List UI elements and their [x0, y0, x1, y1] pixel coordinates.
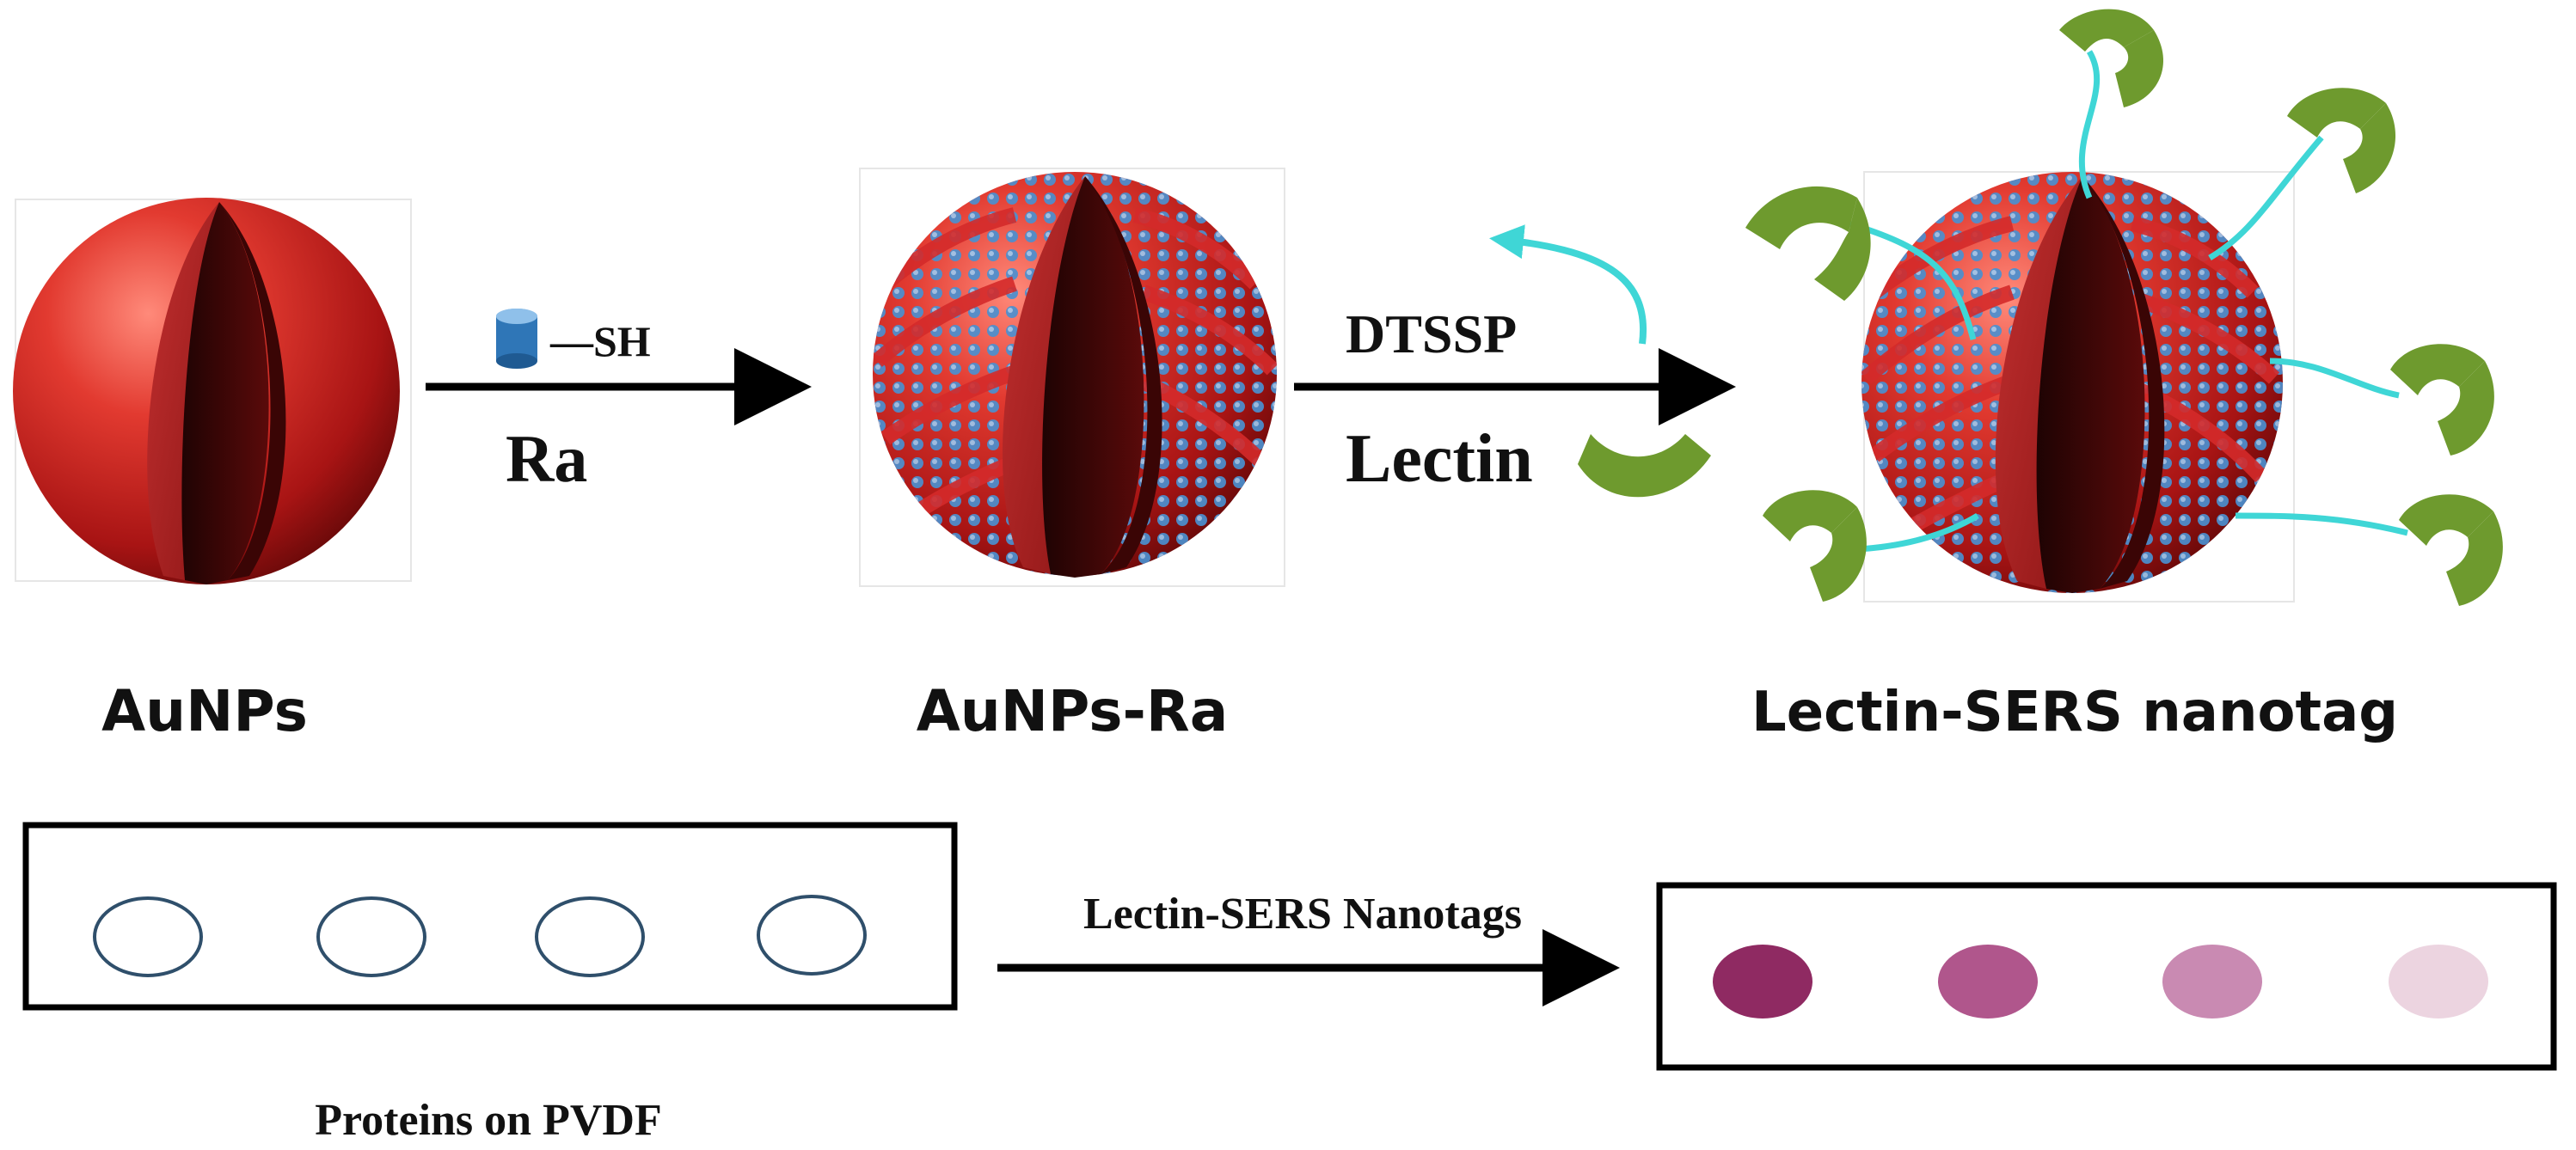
stained-protein-spots — [1713, 945, 2488, 1018]
lectin-sers-sphere-icon — [1861, 171, 2295, 603]
lectin-label: Lectin — [1346, 421, 1533, 497]
lectin-sers-label: Lectin-SERS nanotag — [1751, 681, 2398, 744]
lectin-icon — [1745, 9, 2503, 606]
dtssp-label: DTSSP — [1346, 303, 1517, 364]
aunps-label: AuNPs — [101, 678, 308, 744]
aunps-ra-sphere-icon — [859, 168, 1285, 587]
proteins-on-pvdf-label: Proteins on PVDF — [315, 1096, 661, 1145]
ra-label: Ra — [506, 421, 587, 496]
protein-spot-outlines — [93, 895, 867, 977]
released-linker-icon — [1489, 224, 1647, 345]
pvdf-membrane-left — [22, 822, 958, 1011]
ra-molecule-icon — [496, 309, 537, 369]
aunps-sphere-icon — [13, 198, 412, 584]
aunps-ra-label: AuNPs-Ra — [917, 678, 1229, 744]
lectin-icon — [1578, 434, 1711, 498]
sh-label: —SH — [549, 317, 651, 365]
lectin-sers-nanotags-label: Lectin-SERS Nanotags — [1083, 890, 1522, 939]
